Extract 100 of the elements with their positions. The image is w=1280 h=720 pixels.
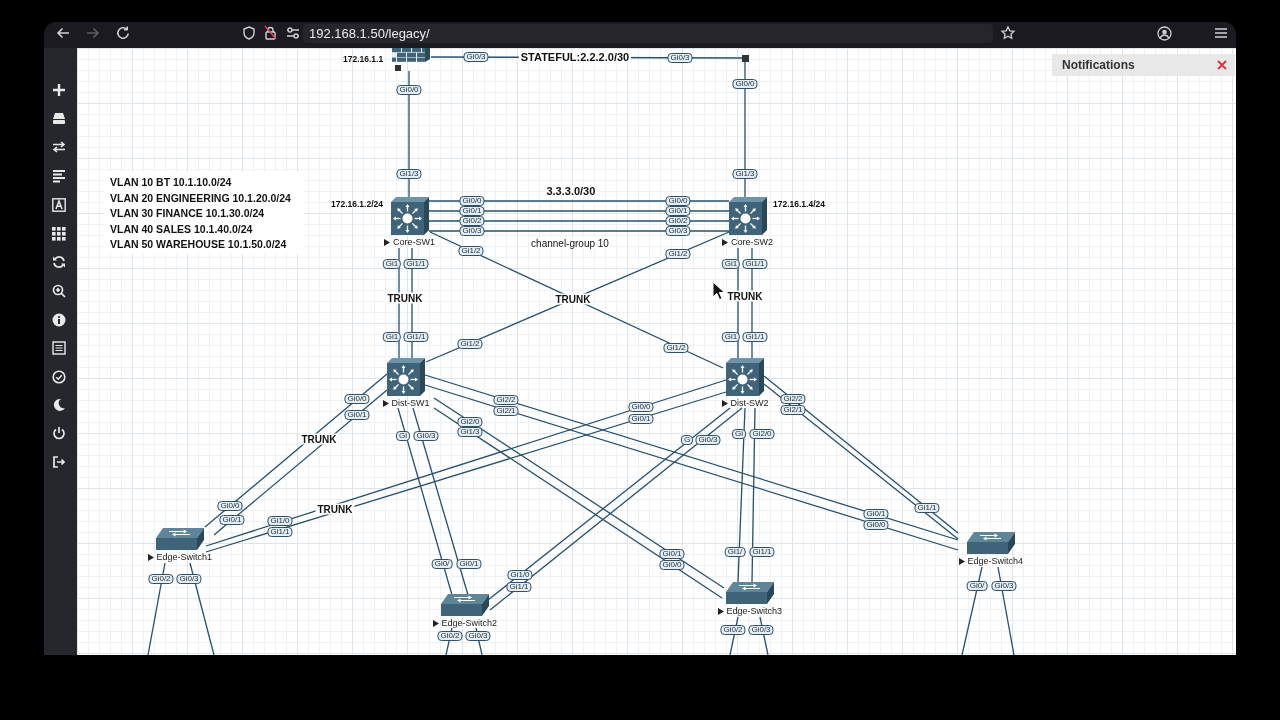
- link-line: [997, 566, 1015, 655]
- port-label: Gi0/2: [720, 625, 746, 635]
- port-label: Gi2/1: [493, 406, 519, 416]
- port-label: Gi: [396, 431, 410, 441]
- port-label: Gi0/3: [176, 574, 202, 584]
- link-line: [147, 562, 166, 655]
- link-line: [751, 407, 756, 583]
- port-label: Gi0/: [966, 581, 988, 591]
- link-line: [737, 407, 746, 583]
- port-label: Gi: [732, 429, 746, 439]
- multilayer-switch-node: [331, 197, 436, 247]
- port-label: Gi0/0: [628, 402, 654, 412]
- port-label: Gi0/3: [413, 431, 439, 441]
- port-label: Gi1/0: [507, 570, 533, 580]
- link-line: [397, 407, 453, 596]
- port-label: Gi1/2: [458, 246, 484, 256]
- port-label: Gi0/3: [465, 631, 491, 641]
- port-label: Gi1/3: [457, 427, 483, 437]
- switch-node: [432, 594, 498, 628]
- edge-label: 3.3.3.0/30: [544, 185, 598, 197]
- port-label: Gi0/3: [463, 52, 489, 62]
- port-label: Gi1/3: [732, 169, 758, 179]
- port-label: Gi2/2: [780, 394, 806, 404]
- port-label: Gi0/3: [667, 53, 693, 63]
- link-line: [412, 407, 469, 596]
- ip-address-label: 172.16.1.4/24: [773, 199, 825, 209]
- port-label: Gi1/1: [506, 582, 532, 592]
- port-label: Gi0/3: [695, 435, 721, 445]
- device-name: Core-SW1: [393, 237, 435, 247]
- multilayer-switch-node: [382, 358, 430, 408]
- port-label: Gi1/2: [665, 249, 691, 259]
- note-text: VLAN 20 ENGINEERING 10.1.20.0/24: [110, 191, 291, 204]
- port-label: Gi0/2: [148, 574, 174, 584]
- link-line: [189, 562, 215, 655]
- edge-label: STATEFUL:2.2.2.0/30: [518, 51, 632, 64]
- ip-address-label: 172.16.1.2/24: [331, 199, 383, 209]
- port-label: Gi0/3: [991, 581, 1017, 591]
- device-name: Core-SW2: [731, 237, 773, 247]
- port-label: Gi2/1: [780, 405, 806, 415]
- device-name: Edge-Switch2: [441, 618, 498, 628]
- port-label: Gi0/1: [628, 414, 654, 424]
- port-label: Gi0/2: [437, 631, 463, 641]
- port-label: Gi0/0: [344, 394, 370, 404]
- port-label: Gi0/0: [217, 501, 243, 511]
- device-name: Dist-SW2: [730, 398, 769, 408]
- port-label: Gi0/1: [459, 206, 485, 216]
- port-label: Gi2/0: [749, 429, 775, 439]
- port-label: Gi1/: [724, 547, 746, 557]
- device-name: Edge-Switch4: [967, 556, 1024, 566]
- device-name: Edge-Switch3: [726, 606, 783, 616]
- port-label: Gi0/1: [344, 410, 370, 420]
- port-label: Gi1: [721, 332, 741, 342]
- switch-node: [147, 528, 213, 562]
- port-label: Gi1: [721, 259, 741, 269]
- edge-label: TRUNK: [385, 292, 425, 304]
- port-label: Gi1/1: [749, 547, 775, 557]
- device-name: Edge-Switch1: [156, 552, 213, 562]
- panel-title: Notifications: [1062, 58, 1135, 72]
- port-label: Gi1/1: [914, 503, 940, 513]
- port-label: Gi1/1: [403, 332, 429, 342]
- port-label: Gi0/0: [659, 560, 685, 570]
- port-label: Gi1/1: [267, 527, 293, 537]
- note-text: VLAN 40 SALES 10.1.40.0/24: [110, 222, 253, 235]
- port-label: Gi2/2: [493, 395, 519, 405]
- edge-label: TRUNK: [299, 433, 339, 445]
- switch-node: [958, 532, 1024, 566]
- port-label: Gi0/0: [732, 79, 758, 89]
- edge-label: channel-group 10: [529, 237, 611, 249]
- port-label: Gi1/1: [742, 259, 768, 269]
- port-label: Gi0/1: [863, 509, 889, 519]
- link-line: [408, 70, 410, 198]
- port-label: Gi1/2: [457, 339, 483, 349]
- port-label: Gi0/1: [219, 515, 245, 525]
- link-line: [744, 60, 746, 198]
- port-label: Gi1/1: [742, 332, 768, 342]
- ip-address-label: 172.16.1.1: [343, 54, 384, 64]
- port-label: Gi0/: [431, 559, 453, 569]
- multilayer-switch-node: [722, 197, 825, 247]
- port-label: Gi1/3: [396, 169, 422, 179]
- note-text: VLAN 10 BT 10.1.10.0/24: [110, 176, 232, 188]
- port-label: Gi0/3: [665, 226, 691, 236]
- port-label: Gi0/3: [459, 226, 485, 236]
- port-label: Gi0/3: [748, 625, 774, 635]
- edge-label: TRUNK: [725, 290, 765, 302]
- device-name: Dist-SW1: [391, 398, 430, 408]
- note-text: VLAN 30 FINANCE 10.1.30.0/24: [110, 207, 265, 219]
- multilayer-switch-node: [721, 358, 769, 408]
- edge-label: TRUNK: [553, 293, 593, 305]
- port-label: Gi0/0: [396, 85, 422, 95]
- square-marker: [741, 54, 749, 62]
- port-label: Gi0/1: [659, 549, 685, 559]
- edge-label: TRUNK: [315, 503, 355, 515]
- note-text: VLAN 50 WAREHOUSE 10.1.50.0/24: [110, 238, 287, 250]
- port-label: Gi0/1: [456, 559, 482, 569]
- port-label: G: [680, 435, 694, 445]
- firewall-node: [343, 48, 430, 71]
- switch-node: [717, 582, 783, 616]
- port-label: Gi1: [382, 259, 402, 269]
- address-bar: 192.168.1.50/legacy/: [303, 24, 993, 43]
- link-line: [961, 566, 983, 655]
